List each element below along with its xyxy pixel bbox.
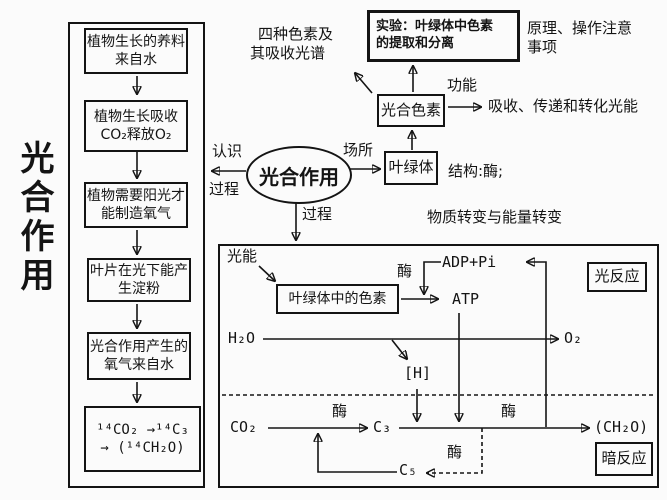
light-energy-label: 光能	[227, 247, 258, 265]
principle-note-line2: 事项	[527, 37, 558, 56]
label-changsuo: 场所	[343, 141, 374, 159]
spectrum-note-line1: 四种色素及	[258, 25, 334, 43]
pigment-in-chloroplast-label: 叶绿体中的色素	[288, 290, 387, 307]
experiment-line1: 实验：叶绿体中色素	[376, 19, 494, 35]
dashed-c3-to-c5	[427, 428, 483, 473]
concept-box-starch: 叶片在光下能产生淀粉	[87, 258, 191, 302]
spectrum-note: 四种色素及 其吸收光谱	[250, 25, 334, 63]
section-title: 物质转变与能量转变	[427, 208, 563, 226]
enzyme-fix-label: 酶	[332, 402, 348, 420]
topic-ellipse: 光合作用	[246, 146, 352, 204]
nadph-label: [H]	[404, 364, 432, 382]
concept-box-oxygen-from-water: 光合作用产生的氧气来自水	[87, 332, 191, 380]
chloroplast-label: 叶绿体	[388, 158, 434, 177]
co2-label: CO₂	[230, 418, 258, 436]
experiment-box: 实验：叶绿体中色素 的提取和分离	[367, 10, 520, 62]
experiment-line2: 的提取和分离	[376, 36, 455, 51]
arrow-h2o-to-nadph	[391, 339, 407, 359]
c5-label: C₅	[399, 461, 418, 479]
light-reaction-box: 光反应	[587, 262, 647, 292]
arrow-lightenergy-to-pigmentbox	[258, 265, 275, 281]
enzyme-regen-label: 酶	[447, 443, 463, 461]
arrow-pigment-to-spectrum	[355, 73, 373, 94]
function-text: 吸收、传递和转化光能	[488, 97, 639, 115]
dark-reaction-label: 暗反应	[601, 449, 647, 468]
concept-box-label: 植物生长吸收CO₂释放O₂	[94, 108, 178, 143]
atp-label: ATP	[452, 290, 480, 308]
ch2o-label: (CH₂O)	[594, 418, 649, 436]
concept-box-label: 光合作用产生的氧气来自水	[90, 338, 188, 373]
principle-note: 原理、操作注意 事项	[527, 19, 632, 57]
isotope-line2: → (¹⁴CH₂O)	[100, 440, 185, 456]
chloroplast-box: 叶绿体	[384, 151, 438, 185]
structure-note: 结构:酶;	[448, 162, 504, 180]
concept-box-isotope: ¹⁴CO₂ →¹⁴C₃ → (¹⁴CH₂O)	[84, 406, 201, 472]
page-title: 光合作用	[14, 140, 54, 296]
principle-note-line1: 原理、操作注意	[527, 19, 633, 37]
line-c5-to-co2fixation	[318, 434, 397, 473]
enzyme-atp-label: 酶	[397, 262, 413, 280]
isotope-line1: ¹⁴CO₂ →¹⁴C₃	[96, 421, 189, 438]
h2o-label: H₂O	[228, 329, 256, 347]
pigment-label: 光合色素	[380, 100, 441, 119]
c3-label: C₃	[373, 418, 392, 436]
concept-box-label: 植物生长的养料来自水	[87, 33, 185, 68]
concept-box-sunlight: 植物需要阳光才能制造氧气	[84, 182, 188, 228]
enzyme-reduce-label: 酶	[501, 402, 517, 420]
spectrum-note-line2: 其吸收光谱	[250, 43, 326, 62]
history-column-frame	[68, 22, 205, 488]
topic-label: 光合作用	[259, 164, 339, 189]
o2-label: O₂	[564, 329, 583, 347]
concept-box-co2-o2: 植物生长吸收CO₂释放O₂	[84, 100, 188, 152]
concept-box-water-nutrient: 植物生长的养料来自水	[84, 28, 188, 74]
pigment-box: 光合色素	[377, 94, 445, 127]
adp-label: ADP+Pi	[442, 253, 497, 271]
function-label: 功能	[447, 76, 478, 94]
line-darkreaction-to-adp	[527, 262, 547, 427]
label-renshi: 认识	[212, 142, 243, 160]
pigment-in-chloroplast-box: 叶绿体中的色素	[276, 284, 399, 314]
label-guocheng-left: 过程	[209, 180, 240, 198]
line-adp-to-atp	[424, 261, 441, 294]
concept-box-label: 叶片在光下能产生淀粉	[90, 262, 188, 297]
label-guocheng-down: 过程	[302, 205, 333, 223]
process-frame	[218, 244, 659, 488]
dark-reaction-box: 暗反应	[595, 442, 653, 476]
light-reaction-label: 光反应	[594, 267, 640, 286]
concept-box-label: 植物需要阳光才能制造氧气	[87, 187, 185, 222]
